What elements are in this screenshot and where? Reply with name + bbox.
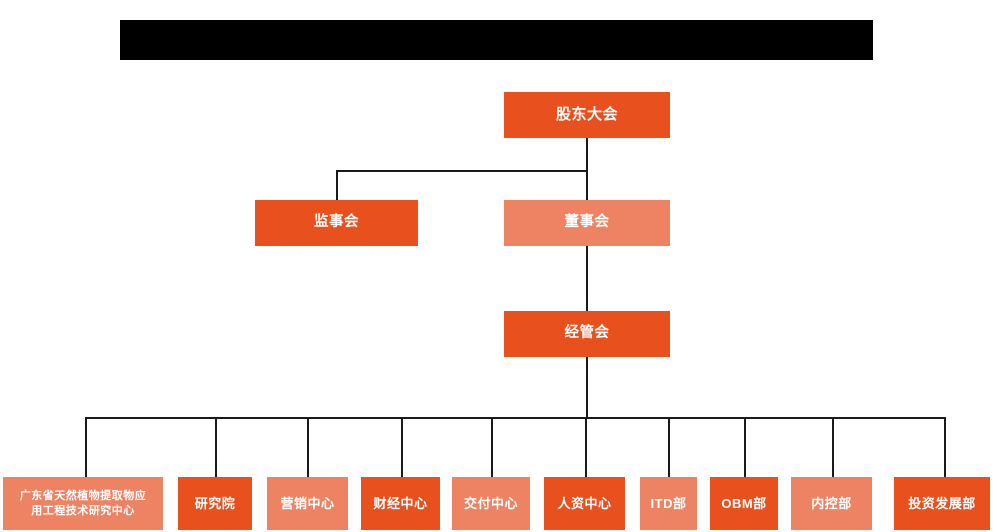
department-label: 投资发展部 xyxy=(908,495,976,511)
department-node-7[interactable]: ITD部 xyxy=(640,477,697,530)
connector-department-stem xyxy=(944,417,946,477)
node-label: 董事会 xyxy=(564,214,610,231)
connector-department-stem xyxy=(85,417,87,477)
connector-department-stem xyxy=(668,417,670,477)
connector-shareholders-down xyxy=(586,138,588,170)
connector-management-to-bus xyxy=(586,357,588,417)
connector-department-stem xyxy=(832,417,834,477)
connector-supervisors-horizontal xyxy=(336,170,588,172)
connector-directors-to-management xyxy=(586,246,588,311)
node-shareholders-meeting[interactable]: 股东大会 xyxy=(504,92,670,138)
department-label: 人资中心 xyxy=(557,495,612,511)
connector-department-stem xyxy=(401,417,403,477)
department-label: 内控部 xyxy=(811,495,852,511)
node-label: 监事会 xyxy=(314,214,359,231)
department-label: 广东省天然植物提取物应用工程技术研究中心 xyxy=(19,489,147,517)
department-label: OBM部 xyxy=(721,495,767,511)
department-node-5[interactable]: 交付中心 xyxy=(452,477,530,530)
department-node-1[interactable]: 广东省天然植物提取物应用工程技术研究中心 xyxy=(3,477,163,530)
department-node-3[interactable]: 营销中心 xyxy=(267,477,348,530)
node-label: 经管会 xyxy=(564,325,610,342)
department-node-9[interactable]: 内控部 xyxy=(791,477,872,530)
department-label: 营销中心 xyxy=(280,495,335,511)
connector-department-stem xyxy=(215,417,217,477)
connector-supervisors-down xyxy=(336,170,338,200)
redacted-title-bar xyxy=(120,20,873,60)
node-board-of-supervisors[interactable]: 监事会 xyxy=(255,200,418,246)
department-node-10[interactable]: 投资发展部 xyxy=(894,477,990,530)
department-label: 财经中心 xyxy=(373,495,428,511)
department-label: ITD部 xyxy=(650,495,687,511)
department-node-8[interactable]: OBM部 xyxy=(710,477,778,530)
connector-department-stem xyxy=(744,417,746,477)
connector-department-stem xyxy=(307,417,309,477)
connector-department-stem xyxy=(491,417,493,477)
node-label: 股东大会 xyxy=(555,106,618,124)
node-board-of-directors[interactable]: 董事会 xyxy=(504,200,670,246)
department-node-4[interactable]: 财经中心 xyxy=(361,477,440,530)
department-node-2[interactable]: 研究院 xyxy=(178,477,252,530)
node-management-committee[interactable]: 经管会 xyxy=(504,311,670,357)
connector-department-bus xyxy=(85,417,945,419)
connector-directors-down xyxy=(586,170,588,200)
department-node-6[interactable]: 人资中心 xyxy=(544,477,625,530)
department-label: 交付中心 xyxy=(463,495,518,511)
connector-department-stem xyxy=(585,417,587,477)
department-label: 研究院 xyxy=(194,495,236,511)
